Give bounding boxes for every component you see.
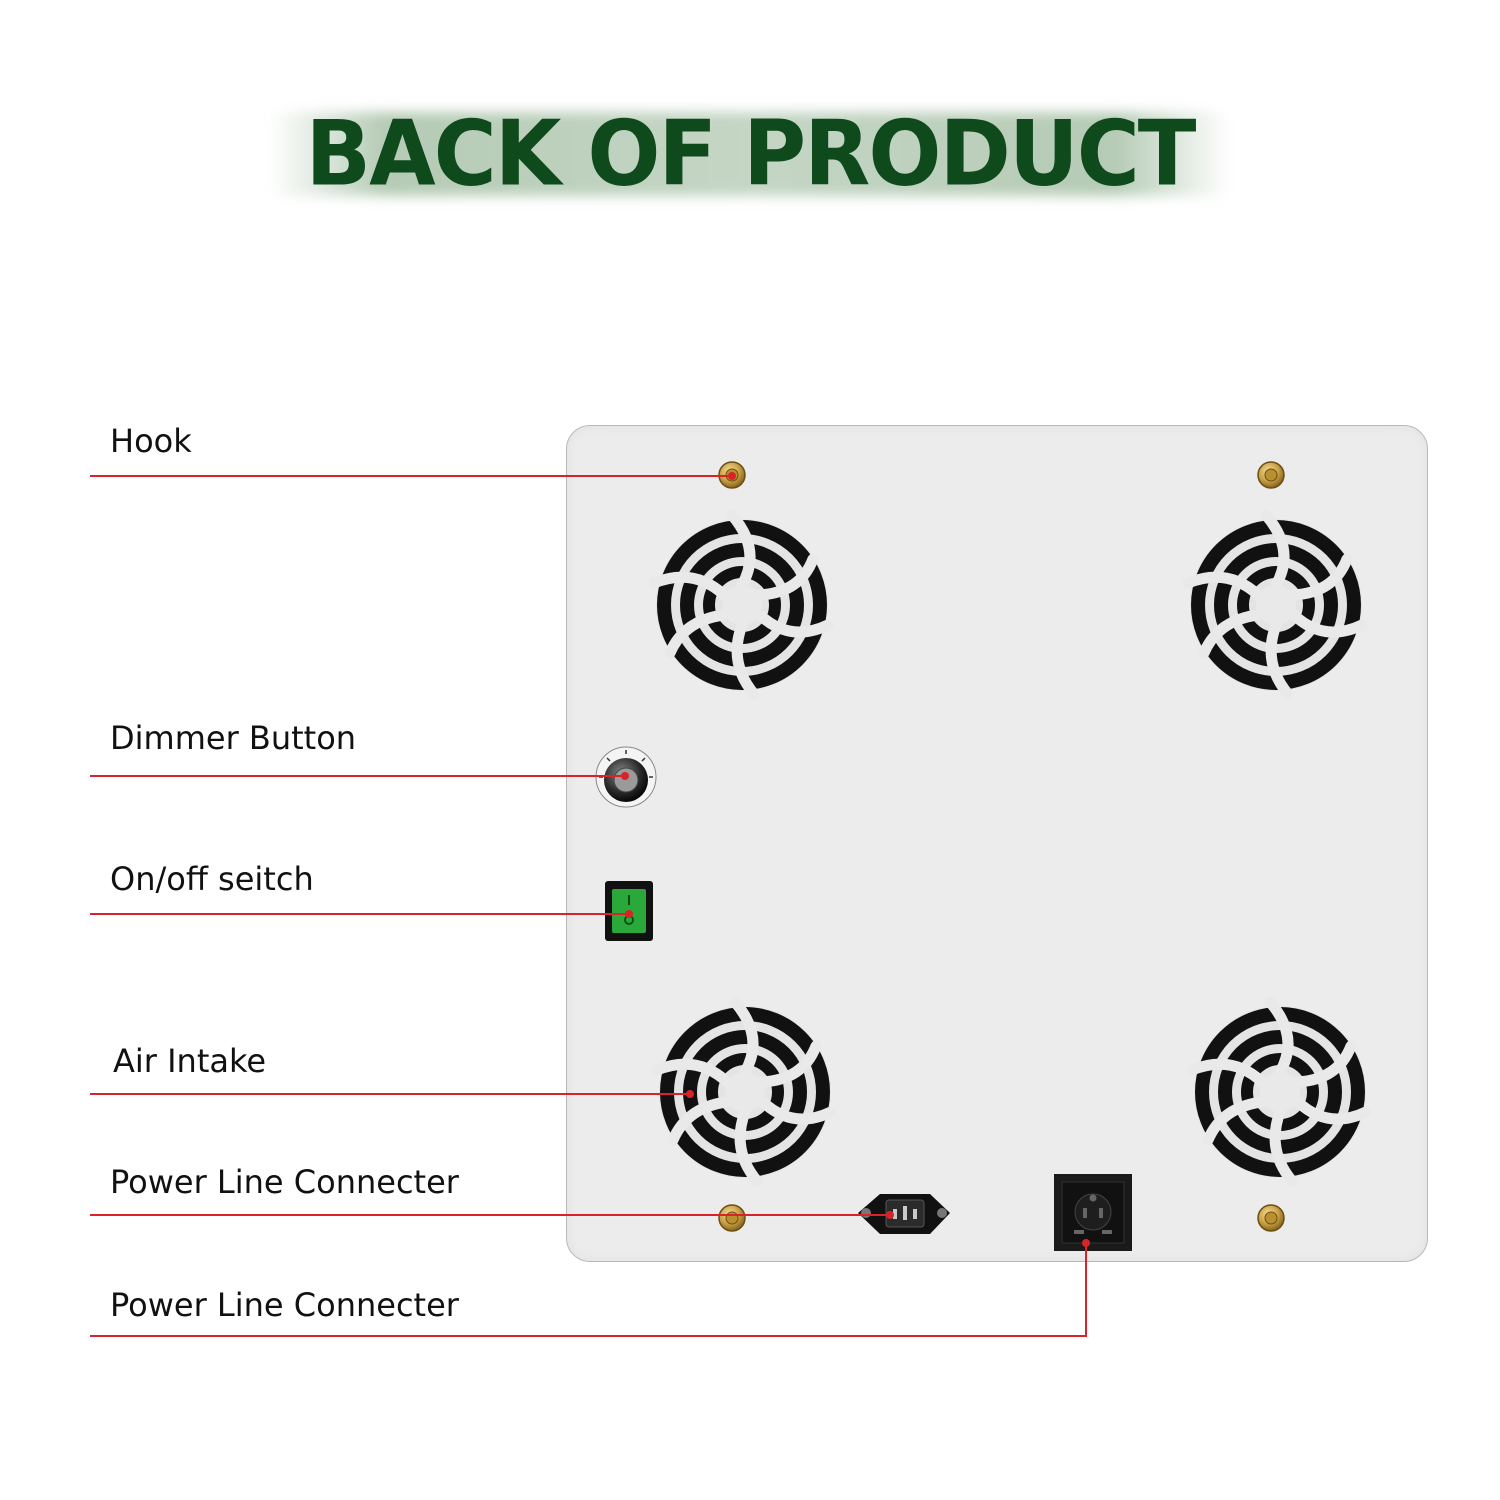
hook-icon — [1257, 461, 1285, 489]
label-power-line-1: Power Line Connecter — [110, 1163, 459, 1201]
title-banner: BACK OF PRODUCT — [270, 102, 1230, 207]
hook-icon — [1257, 1204, 1285, 1232]
fan-grille-icon — [657, 1002, 831, 1181]
leader-dots — [621, 472, 1090, 1247]
label-air-intake: Air Intake — [113, 1042, 267, 1080]
iec-inlet-icon — [858, 1194, 950, 1234]
label-power-line-2: Power Line Connecter — [110, 1286, 459, 1324]
label-dimmer-button: Dimmer Button — [110, 719, 357, 757]
hook-icon — [718, 1204, 746, 1232]
universal-socket-icon — [1054, 1174, 1132, 1251]
page-title: BACK OF PRODUCT — [305, 101, 1197, 207]
label-onoff-switch: On/off seitch — [110, 860, 314, 898]
fan-grille-icon — [654, 515, 828, 694]
leader-lines — [90, 475, 1087, 1337]
fan-grille-icon — [1188, 515, 1362, 694]
fan-grille-icon — [1192, 1002, 1366, 1181]
label-hook: Hook — [110, 422, 192, 460]
leader-line-power-2 — [90, 1243, 1087, 1337]
title-glow — [270, 112, 1230, 196]
